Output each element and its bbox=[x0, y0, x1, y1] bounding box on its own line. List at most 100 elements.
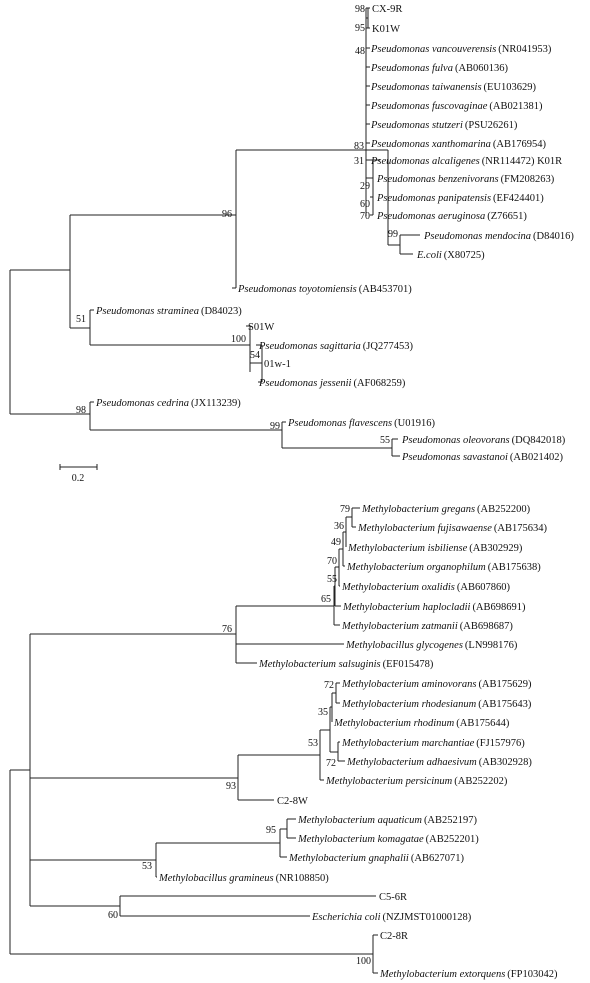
accession-number: (AB175638) bbox=[488, 562, 542, 573]
accession-number: (AB176954) bbox=[493, 139, 547, 150]
accession-number: (DQ842018) bbox=[512, 435, 566, 446]
taxon-label: Pseudomonas mendocina(D84016) bbox=[423, 231, 574, 242]
species-name: Pseudomonas oleovorans bbox=[401, 435, 510, 446]
bootstrap-value: 60 bbox=[108, 910, 118, 921]
taxon-label: Pseudomonas jessenii(AF068259) bbox=[258, 378, 406, 389]
accession-number: (JX113239) bbox=[191, 398, 241, 409]
bootstrap-value: 53 bbox=[142, 861, 152, 872]
accession-number: (U01916) bbox=[394, 418, 435, 429]
accession-number: (NR041953) bbox=[498, 44, 552, 55]
accession-number: (AB175643) bbox=[478, 699, 532, 710]
bootstrap-value: 99 bbox=[270, 421, 280, 432]
bootstrap-value: 93 bbox=[226, 781, 236, 792]
taxon-label: Pseudomonas vancouverensis(NR041953) bbox=[370, 44, 552, 55]
species-name: Pseudomonas panipatensis bbox=[376, 193, 491, 204]
bootstrap-value: 36 bbox=[334, 521, 344, 532]
bootstrap-value: 31 bbox=[354, 156, 364, 167]
bootstrap-value: 96 bbox=[222, 209, 232, 220]
taxon-label: Pseudomonas toyotomiensis(AB453701) bbox=[237, 284, 412, 295]
accession-number: (AB021402) bbox=[510, 452, 564, 463]
taxon-label: Pseudomonas aeruginosa(Z76651) bbox=[376, 211, 527, 222]
taxon-label: Methylobacterium adhaesivum(AB302928) bbox=[346, 757, 532, 768]
taxon-label: Pseudomonas savastanoi(AB021402) bbox=[401, 452, 563, 463]
taxon-label: Methylobacterium rhodesianum(AB175643) bbox=[341, 699, 532, 710]
bootstrap-value: 100 bbox=[356, 956, 371, 967]
bootstrap-value: 100 bbox=[231, 334, 246, 345]
species-name: Pseudomonas cedrina bbox=[95, 398, 189, 409]
taxon-label: Methylobacterium haplocladii(AB698691) bbox=[342, 602, 526, 613]
accession-number: (AB060136) bbox=[455, 63, 509, 74]
taxon-label: Escherichia coli(NZJMST01000128) bbox=[311, 912, 472, 923]
species-name: Pseudomonas flavescens bbox=[287, 418, 392, 429]
species-name: Methylobacterium adhaesivum bbox=[346, 757, 477, 768]
isolate-id: C2-8R bbox=[380, 931, 408, 942]
taxon-label: Methylobacterium komagatae(AB252201) bbox=[297, 834, 479, 845]
species-name: Methylobacterium komagatae bbox=[297, 834, 424, 845]
taxon-label: K01W bbox=[372, 24, 400, 35]
bootstrap-value: 79 bbox=[340, 504, 350, 515]
species-name: Methylobacterium rhodinum bbox=[333, 718, 455, 729]
accession-number: (NZJMST01000128) bbox=[383, 912, 472, 923]
taxon-label: Pseudomonas benzenivorans(FM208263) bbox=[376, 174, 555, 185]
bootstrap-value: 54 bbox=[250, 350, 260, 361]
species-name: Methylobacterium gregans bbox=[361, 504, 475, 515]
species-name: Pseudomonas fulva bbox=[370, 63, 453, 74]
species-name: Methylobacterium isbiliense bbox=[347, 543, 468, 554]
species-name: Pseudomonas taiwanensis bbox=[370, 82, 482, 93]
bootstrap-value: 29 bbox=[360, 181, 370, 192]
accession-number: (AB175644) bbox=[456, 718, 510, 729]
bootstrap-value: 60 bbox=[360, 199, 370, 210]
taxon-label: Pseudomonas flavescens(U01916) bbox=[287, 418, 435, 429]
species-name: Methylobacterium salsuginis bbox=[258, 659, 381, 670]
taxon-label: Methylobacterium marchantiae(FJ157976) bbox=[341, 738, 525, 749]
accession-number: (FM208263) bbox=[501, 174, 555, 185]
accession-number: (AB302929) bbox=[469, 543, 523, 554]
taxon-label: CX-9R bbox=[372, 4, 402, 15]
taxon-label: Methylobacillus glycogenes(LN998176) bbox=[345, 640, 518, 651]
species-name: Pseudomonas straminea bbox=[95, 306, 199, 317]
taxon-label: C5-6R bbox=[379, 892, 407, 903]
accession-number: (AB698691) bbox=[472, 602, 526, 613]
accession-number: (NR114472) K01R bbox=[482, 156, 562, 167]
species-name: Methylobacterium persicinum bbox=[325, 776, 453, 787]
taxon-label: Pseudomonas xanthomarina(AB176954) bbox=[370, 139, 546, 150]
bootstrap-value: 98 bbox=[76, 405, 86, 416]
taxon-label: Methylobacterium aminovorans(AB175629) bbox=[341, 679, 532, 690]
bootstrap-value: 95 bbox=[355, 23, 365, 34]
taxon-label: Methylobacterium organophilum(AB175638) bbox=[346, 562, 541, 573]
taxon-label: Methylobacterium extorquens(FP103042) bbox=[379, 969, 558, 980]
taxon-label: Methylobacterium isbiliense(AB302929) bbox=[347, 543, 523, 554]
species-name: Methylobacterium aquaticum bbox=[297, 815, 422, 826]
accession-number: (AF068259) bbox=[353, 378, 405, 389]
species-name: Pseudomonas vancouverensis bbox=[370, 44, 496, 55]
accession-number: (AB252197) bbox=[424, 815, 478, 826]
taxon-label: Pseudomonas alcaligenes(NR114472) K01R bbox=[370, 156, 562, 167]
bootstrap-value: 51 bbox=[76, 314, 86, 325]
species-name: Pseudomonas sagittaria bbox=[258, 341, 361, 352]
taxon-label: Pseudomonas oleovorans(DQ842018) bbox=[401, 435, 566, 446]
taxon-label: 01w-1 bbox=[264, 359, 291, 370]
species-name: Methylobacillus gramineus bbox=[158, 873, 274, 884]
species-name: Pseudomonas aeruginosa bbox=[376, 211, 485, 222]
tree-labels: Pseudomonas mendocina(D84016) E.coli(X807… bbox=[72, 4, 575, 980]
taxon-label: Pseudomonas fuscovaginae(AB021381) bbox=[370, 101, 543, 112]
taxon-label: Methylobacterium oxalidis(AB607860) bbox=[341, 582, 510, 593]
species-name: Methylobacterium zatmanii bbox=[341, 621, 458, 632]
bootstrap-value: 83 bbox=[354, 141, 364, 152]
taxon-label: Pseudomonas panipatensis(EF424401) bbox=[376, 193, 544, 204]
accession-number: (X80725) bbox=[444, 250, 485, 261]
accession-number: (AB627071) bbox=[411, 853, 465, 864]
accession-number: (AB252202) bbox=[454, 776, 508, 787]
accession-number: (EF015478) bbox=[383, 659, 434, 670]
taxon-label: Pseudomonas stutzeri(PSU26261) bbox=[370, 120, 518, 131]
bootstrap-value: 65 bbox=[321, 594, 331, 605]
bootstrap-value: 70 bbox=[327, 556, 337, 567]
taxon-label: Methylobacterium persicinum(AB252202) bbox=[325, 776, 508, 787]
accession-number: (D84023) bbox=[201, 306, 242, 317]
species-name: Escherichia coli bbox=[311, 912, 381, 923]
taxon-label: Pseudomonas fulva(AB060136) bbox=[370, 63, 509, 74]
accession-number: (AB021381) bbox=[489, 101, 543, 112]
species-name: E.coli bbox=[416, 250, 442, 261]
species-name: Pseudomonas savastanoi bbox=[401, 452, 508, 463]
bootstrap-value: 95 bbox=[266, 825, 276, 836]
